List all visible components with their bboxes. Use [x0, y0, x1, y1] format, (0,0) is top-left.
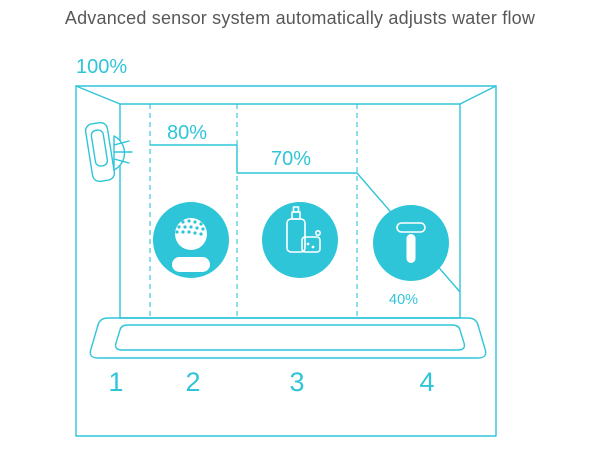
razor-icon: [373, 205, 449, 281]
razor-handle-shape: [406, 234, 416, 263]
basin: [89, 317, 487, 359]
flow-label-40: 40%: [389, 292, 418, 308]
razor-head-shape: [396, 222, 426, 233]
flow-label-70: 70%: [271, 148, 311, 170]
basin-rim: [89, 317, 487, 359]
basin-bowl: [114, 324, 466, 351]
zone-number-2: 2: [185, 367, 200, 397]
soap-shape: [301, 236, 321, 253]
flow-label-80: 80%: [167, 122, 207, 144]
sensor-spray-icon: [113, 135, 133, 171]
foam-dots: [175, 219, 205, 236]
toiletries-icon: [262, 202, 338, 278]
water-sensor-icon: [84, 121, 133, 183]
flow-label-100: 100%: [76, 56, 127, 78]
zone-number-3: 3: [289, 367, 304, 397]
zone-number-4: 4: [419, 367, 434, 397]
shoulders-shape: [172, 257, 210, 272]
person-washing-hair-icon: [153, 202, 229, 278]
perspective-edge-left: [75, 85, 121, 105]
page-title: Advanced sensor system automatically adj…: [64, 8, 536, 28]
perspective-edge-right: [459, 85, 497, 105]
zone-number-1: 1: [108, 367, 123, 397]
enclosure-outer-frame: [75, 85, 497, 437]
